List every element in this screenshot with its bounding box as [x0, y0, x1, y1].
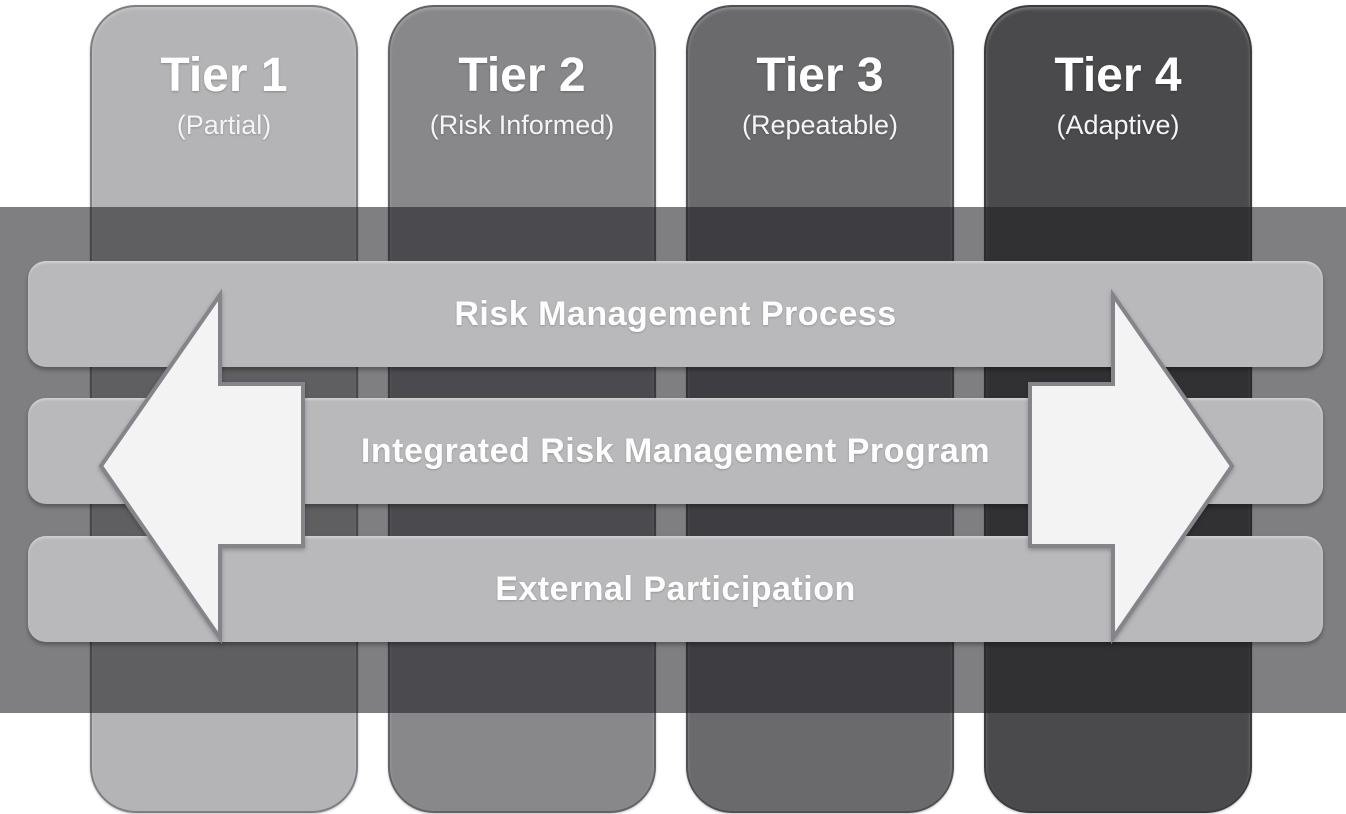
tier-4-title: Tier 4	[1054, 49, 1182, 102]
left-block-arrow-shape	[98, 288, 305, 645]
bar-risk-management-process-label: Risk Management Process	[454, 294, 897, 333]
bar-integrated-risk-management-program-label: Integrated Risk Management Program	[360, 431, 991, 470]
tier-3-subtitle: (Repeatable)	[741, 110, 899, 141]
tier-3-title: Tier 3	[756, 49, 884, 102]
bar-risk-management-process: Risk Management Process	[28, 261, 1323, 367]
tier-2-title: Tier 2	[458, 49, 586, 102]
tier-1-title: Tier 1	[160, 49, 288, 102]
tier-1-subtitle: (Partial)	[176, 110, 272, 141]
bar-external-participation: External Participation	[28, 536, 1323, 642]
right-block-arrow-icon	[1028, 288, 1235, 645]
tier-2-subtitle: (Risk Informed)	[429, 110, 615, 141]
left-block-arrow-icon	[98, 288, 305, 645]
tier-4-subtitle: (Adaptive)	[1056, 110, 1180, 141]
right-block-arrow-shape	[1028, 288, 1235, 645]
bar-external-participation-label: External Participation	[495, 569, 856, 608]
